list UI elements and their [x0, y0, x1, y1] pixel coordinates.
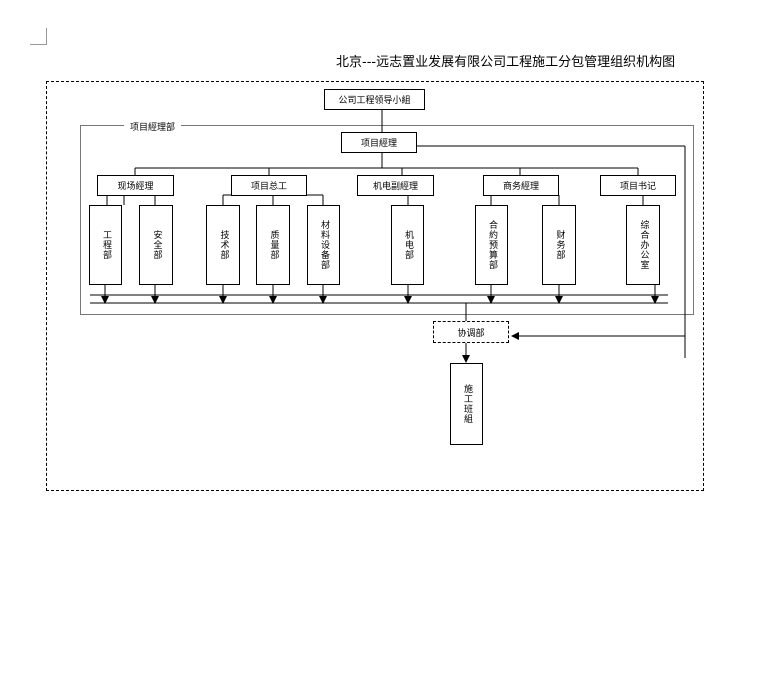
technical-dept-box: 技术部	[206, 205, 240, 285]
commercial-manager-box: 商务經理	[483, 175, 559, 196]
project-dept-frame	[80, 125, 694, 315]
project-manager-box: 项目經理	[341, 132, 417, 153]
construction-teams-box: 施工班組	[450, 363, 483, 445]
quality-dept-box: 质量部	[256, 205, 290, 285]
engineering-dept-box: 工程部	[89, 205, 122, 285]
mep-dept-box: 机电部	[391, 205, 424, 285]
leadership-group-box: 公司工程领导小組	[324, 89, 425, 110]
finance-dept-box: 财务部	[542, 205, 576, 285]
page-corner-mark	[30, 28, 47, 45]
contract-budget-dept-box: 合約预算部	[475, 205, 508, 285]
outer-dashed-frame	[46, 81, 704, 491]
coordination-dept-box: 协调部	[433, 321, 509, 343]
materials-equipment-dept-box: 材料设备部	[307, 205, 340, 285]
safety-dept-box: 安全部	[139, 205, 173, 285]
chief-engineer-box: 项目总工	[231, 175, 307, 196]
project-dept-label: 项目經理部	[124, 120, 182, 133]
general-office-box: 综合办公室	[626, 205, 660, 285]
mep-deputy-manager-box: 机电副經理	[357, 175, 434, 196]
field-manager-box: 现场經理	[97, 175, 174, 196]
chart-title: 北京---远志置业发展有限公司工程施工分包管理组织机构图	[336, 55, 676, 70]
project-secretary-box: 项目书记	[600, 175, 676, 196]
